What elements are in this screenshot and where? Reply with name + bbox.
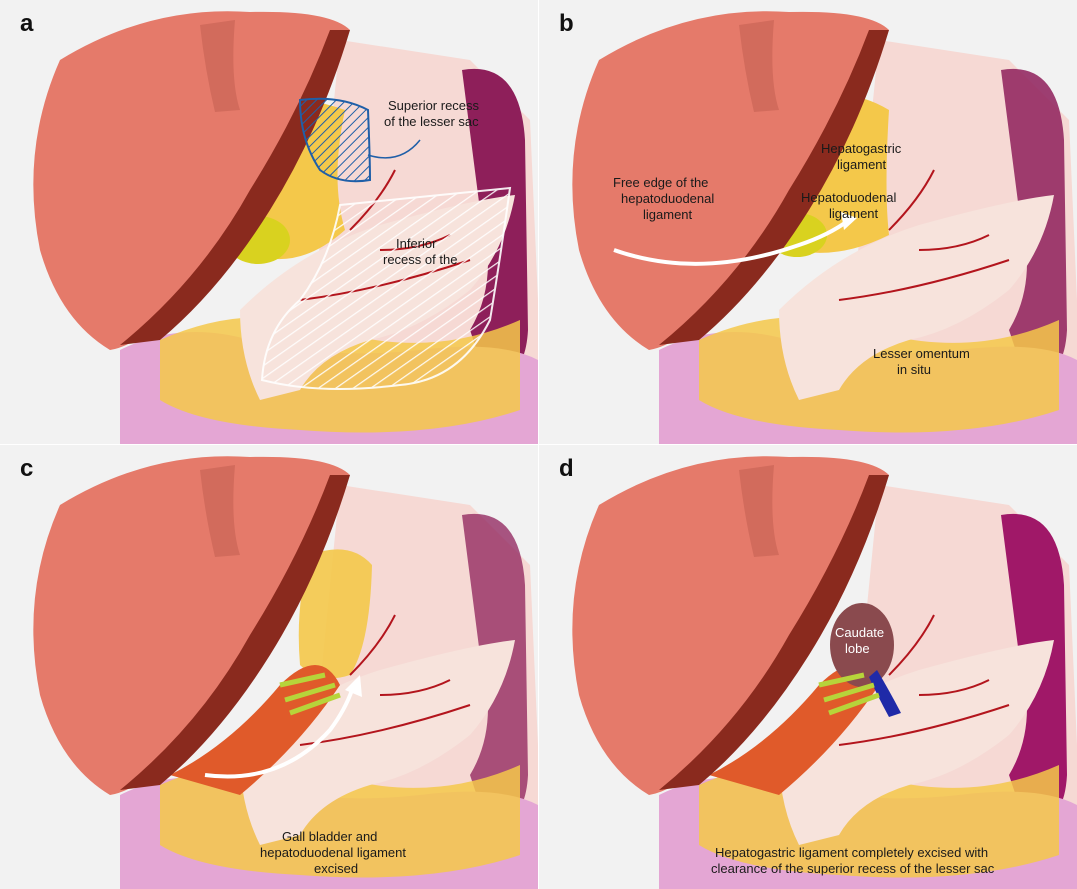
hepatoduodenal-label-line2: ligament [829, 206, 878, 222]
hepatogastric-label-line1: Hepatogastric [821, 141, 901, 157]
panel-c-illustration [0, 445, 538, 889]
panel-c: c Gall bladder and hepatoduodenal ligame… [0, 445, 538, 889]
panel-b-illustration [539, 0, 1077, 444]
free-edge-label-line2: hepatoduodenal [621, 191, 714, 207]
panel-a-label: a [20, 10, 33, 38]
free-edge-label-line1: Free edge of the [613, 175, 708, 191]
panel-c-label: c [20, 455, 33, 483]
superior-recess-label-line1: Superior recess [388, 98, 479, 114]
panel-d: d Caudate lobe Hepatogastric ligament co… [539, 445, 1077, 889]
lesser-omentum-label-line2: in situ [897, 362, 931, 378]
lesser-omentum-label-line1: Lesser omentum [873, 346, 970, 362]
panel-b-label: b [559, 10, 574, 38]
excised-label-line1: Hepatogastric ligament completely excise… [715, 845, 988, 861]
panel-a-illustration [0, 0, 538, 444]
gall-bladder-label-line3: excised [314, 861, 358, 877]
panel-d-label: d [559, 455, 574, 483]
gall-bladder-label-line1: Gall bladder and [282, 829, 377, 845]
panel-a: a Superior recess of the lesser sac Infe… [0, 0, 538, 444]
inferior-recess-label-line2: recess of the [383, 252, 457, 268]
gall-bladder-label-line2: hepatoduodenal ligament [260, 845, 406, 861]
inferior-recess-label-line1: Inferior [396, 236, 436, 252]
panel-d-illustration [539, 445, 1077, 889]
panel-b: b Hepatogastric ligament Free edge of th… [539, 0, 1077, 444]
superior-recess-label-line2: of the lesser sac [384, 114, 479, 130]
free-edge-label-line3: ligament [643, 207, 692, 223]
hepatoduodenal-label-line1: Hepatoduodenal [801, 190, 896, 206]
excised-label-line2: clearance of the superior recess of the … [711, 861, 994, 877]
caudate-label-line2: lobe [845, 641, 870, 657]
hepatogastric-label-line2: ligament [837, 157, 886, 173]
caudate-label-line1: Caudate [835, 625, 884, 641]
